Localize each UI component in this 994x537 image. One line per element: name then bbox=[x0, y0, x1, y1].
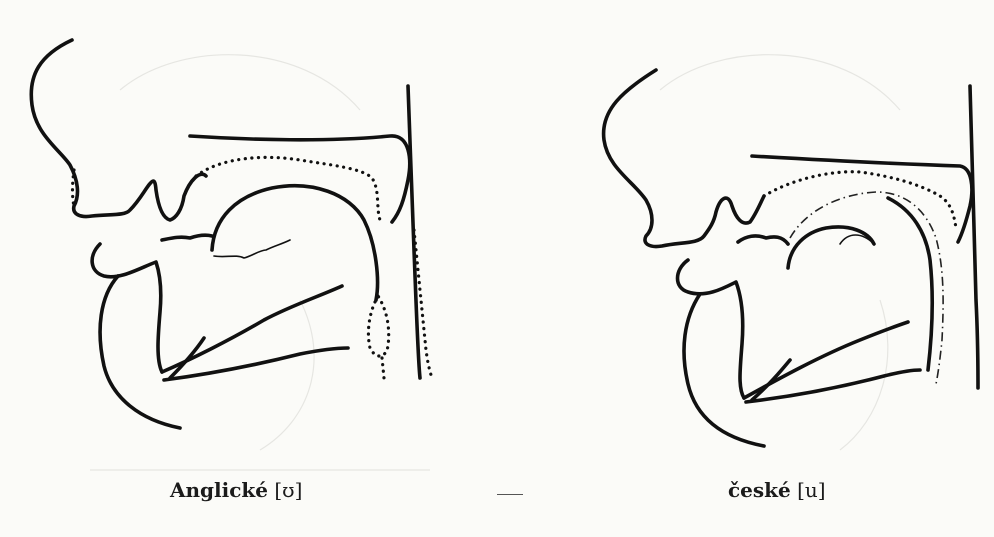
pharynx-wall bbox=[408, 86, 420, 378]
tongue-dashdot bbox=[790, 192, 943, 384]
velum-dotted bbox=[196, 157, 380, 220]
caption-english-sound: [ʊ] bbox=[274, 478, 302, 502]
nasal-dotted bbox=[73, 170, 75, 206]
english-vocal-tract-svg bbox=[0, 0, 500, 537]
tongue bbox=[212, 186, 378, 300]
pharynx-wall bbox=[970, 86, 978, 388]
czech-vocal-tract-svg bbox=[560, 0, 994, 537]
jaw-inner bbox=[170, 338, 204, 378]
upper-teeth bbox=[162, 235, 212, 240]
caption-czech-sound: [u] bbox=[797, 478, 826, 502]
caption-english: Anglické [ʊ] bbox=[170, 478, 302, 502]
upper-teeth bbox=[738, 236, 788, 244]
tongue-back bbox=[888, 198, 932, 370]
caption-english-word: Anglické bbox=[170, 478, 268, 502]
palate bbox=[190, 136, 410, 222]
czech-u-diagram bbox=[560, 0, 994, 537]
face-profile bbox=[31, 40, 206, 220]
tongue bbox=[788, 227, 874, 268]
palate bbox=[752, 156, 972, 242]
larynx-loop bbox=[368, 296, 388, 356]
jaw-upper bbox=[744, 322, 908, 398]
english-u-diagram bbox=[0, 0, 500, 537]
chin bbox=[100, 276, 180, 428]
jaw-inner bbox=[752, 360, 790, 400]
larynx-tail bbox=[382, 358, 384, 378]
face-profile bbox=[604, 70, 764, 247]
caption-czech-word: české bbox=[728, 478, 791, 502]
tongue-surface bbox=[214, 240, 290, 258]
caption-separator bbox=[497, 494, 523, 495]
chin bbox=[684, 294, 764, 446]
caption-czech: české [u] bbox=[728, 478, 826, 502]
jaw-lower bbox=[746, 370, 920, 402]
